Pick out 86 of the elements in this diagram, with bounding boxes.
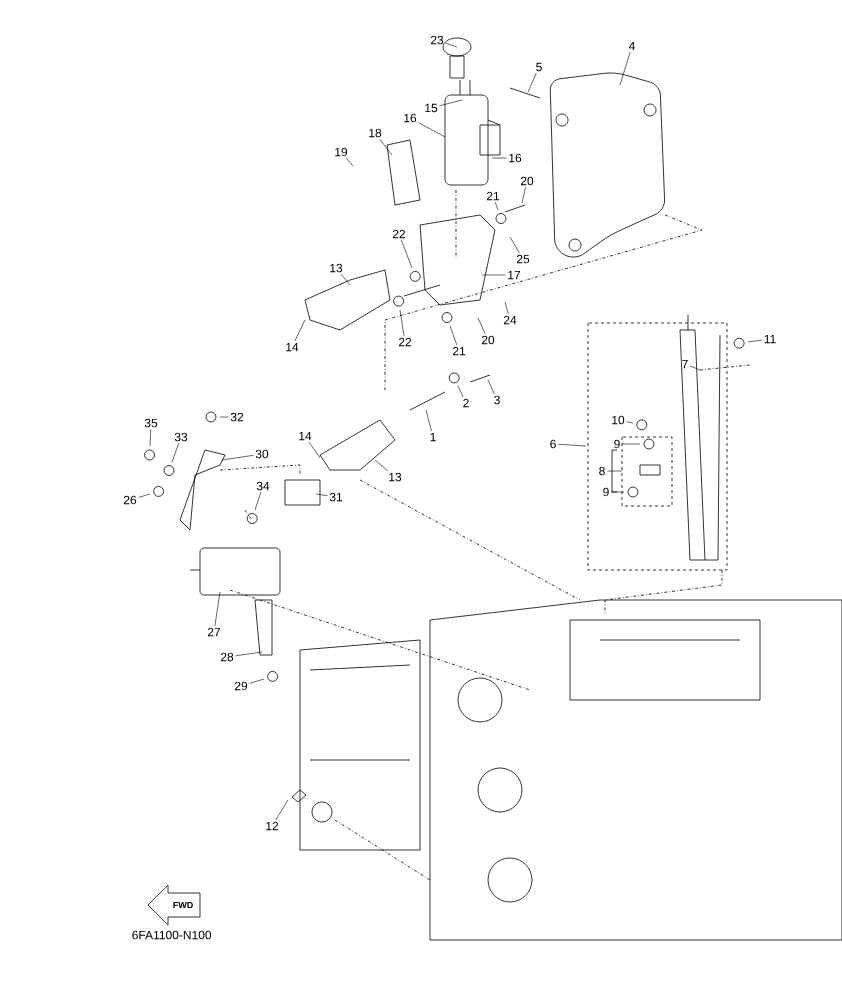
callout-number: 22 [398,337,412,347]
callout-number: 23 [430,35,444,45]
leader-line [345,157,354,167]
callout-number: 27 [207,627,221,637]
leader-line [221,455,254,461]
leader-line [481,274,506,276]
leader-line [439,99,463,107]
callout-number: 14 [299,431,312,441]
callout-number: 28 [220,652,234,662]
callout-number: 25 [516,254,530,264]
leader-line [379,138,393,156]
leader-line [610,491,625,493]
callout-number: 31 [329,492,343,502]
part-code: 6FA1100-N100 [132,930,212,940]
leader-line [214,591,221,627]
callout-number: 16 [404,113,417,123]
callout-number: 1 [430,432,436,442]
leader-line [747,339,763,343]
callout-number: 20 [520,176,534,186]
callout-number: 33 [174,432,188,442]
callout-number: 7 [682,359,688,369]
callout-number: 4 [628,41,635,51]
leader-line [621,443,641,445]
callout-number: 17 [508,270,521,280]
leader-line [477,317,486,335]
callout-number: 13 [330,263,343,273]
callout-number: 13 [389,472,402,482]
leader-line [557,444,587,447]
leader-line [399,309,405,337]
leader-line [619,51,631,86]
callout-number: 6 [550,439,556,449]
callout-number: 18 [369,128,382,138]
leader-line [449,325,458,346]
callout-number: 21 [452,346,466,356]
callout-number: 35 [144,418,158,428]
leader-line [315,493,328,497]
callout-number: 34 [256,481,270,491]
leader-line [294,319,306,342]
callout-number: 19 [335,147,348,157]
callout-number: 20 [481,335,495,345]
callout-number: 8 [599,466,605,476]
leader-line [219,416,229,418]
callout-number: 9 [614,439,620,449]
leader-line [527,72,537,93]
leader-line [504,301,509,315]
leader-line [275,799,289,821]
leader-line [491,157,507,159]
leader-line [494,201,499,211]
direction-label: FWD [173,901,193,909]
callout-number: 24 [503,315,517,325]
callout-number: 12 [266,821,279,831]
callout-number: 3 [494,395,500,405]
leader-line [254,491,262,511]
leader-line [418,122,446,138]
leader-line [425,409,432,432]
leader-line [374,459,389,472]
leader-line [487,379,495,395]
leader-line [171,442,180,463]
leader-line [235,651,263,657]
callout-number: 30 [255,449,269,459]
leader-line [249,678,265,684]
leader-line [457,385,464,398]
callout-number: 22 [392,229,406,239]
leader-line [445,42,458,48]
callout-number: 14 [286,342,299,352]
leader-line [308,441,321,459]
callout-number: 15 [425,103,438,113]
leader-line [689,365,701,371]
leader-line [606,470,623,472]
callout-number: 32 [230,412,244,422]
callout-number: 21 [486,191,500,201]
callout-number: 29 [234,681,248,691]
callout-number: 11 [764,334,776,344]
callout-number: 9 [603,487,609,497]
callout-number: 10 [612,415,625,425]
callout-number: 16 [509,153,522,163]
leader-line [138,493,151,498]
leader-line [149,428,152,447]
leader-line [521,186,526,204]
callout-number: 26 [123,495,137,505]
leader-line [509,236,520,254]
leader-line [626,421,634,424]
callout-number: 2 [463,398,469,408]
leader-line [340,273,351,286]
leader-line [401,239,413,269]
callout-number: 5 [536,62,542,72]
